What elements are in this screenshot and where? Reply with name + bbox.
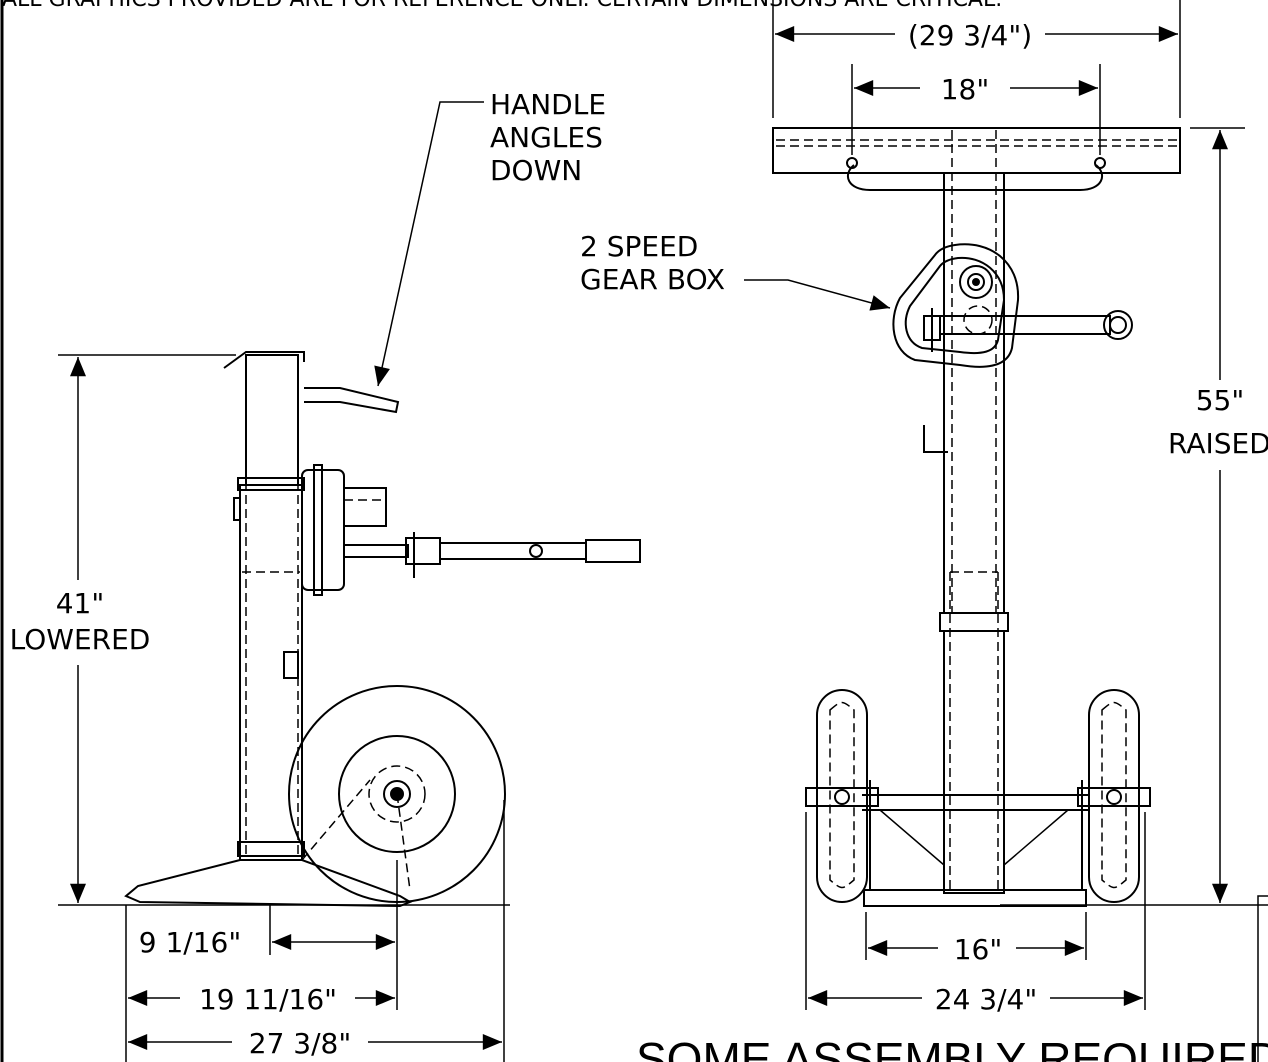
dimension-lines	[58, 0, 1268, 1062]
front-top-plate	[772, 127, 1181, 174]
handle-callout-line-3: DOWN	[490, 154, 582, 187]
handle-leader	[374, 101, 484, 387]
side-crank-arm	[343, 544, 409, 558]
front-handle-loop	[846, 164, 1104, 191]
front-wheel-right	[1088, 689, 1140, 903]
handle-callout-line-1: HANDLE	[490, 88, 606, 121]
gearbox-callout-line-1: 2 SPEED	[580, 230, 698, 263]
dim-top-width: (29 3/4")	[908, 19, 1032, 52]
side-inner-tube	[245, 354, 299, 486]
side-handle	[304, 387, 400, 414]
header-note: ALL GRAPHICS PROVIDED ARE FOR REFERENCE …	[2, 0, 1002, 12]
dim-lowered-height: 41"	[56, 587, 105, 620]
dim-raised-height: 55"	[1196, 384, 1245, 417]
handle-callout-line-2: ANGLES	[490, 121, 603, 154]
front-upper-tube	[943, 172, 1005, 614]
dim-raised-label: RAISED	[1168, 427, 1268, 460]
dim-foot-to-axle: 19 11/16"	[199, 983, 337, 1016]
front-wheel-left	[816, 689, 868, 903]
gearbox-leader	[744, 279, 891, 311]
dim-axle-offset: 9 1/16"	[139, 926, 241, 959]
footer-note: SOME ASSEMBLY REQUIRED	[636, 1033, 1268, 1062]
dim-track-width: 24 3/4"	[935, 983, 1037, 1016]
gearbox-callout-line-2: GEAR BOX	[580, 263, 725, 296]
dim-handle-span: 18"	[941, 73, 990, 106]
front-gearbox	[892, 243, 1020, 368]
front-view	[772, 127, 1268, 907]
dim-lowered-label: LOWERED	[10, 623, 151, 656]
side-top-cap	[223, 351, 305, 369]
side-outer-tube	[239, 484, 303, 861]
dim-base-width: 16"	[954, 933, 1003, 966]
dim-overall-depth: 27 3/8"	[249, 1027, 351, 1060]
front-base-frame	[862, 794, 1090, 811]
side-foot-plate	[124, 859, 413, 908]
front-crank-arm	[939, 315, 1111, 335]
